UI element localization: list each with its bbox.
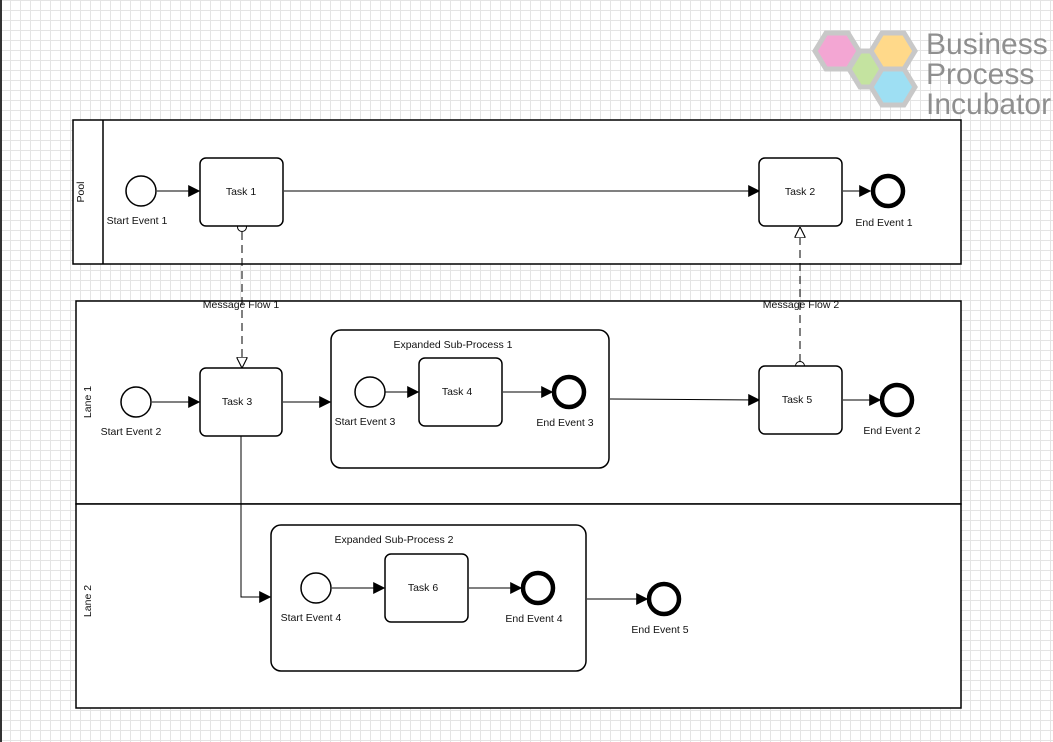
end-event-1[interactable]: End Event 1 [855,173,913,229]
logo-text-line-2: Process [926,58,1034,91]
message-flow-2-label: Message Flow 2 [763,299,840,311]
task-5[interactable]: Task 5 [758,365,843,435]
subprocess-1-label: Expanded Sub-Process 1 [393,339,512,351]
task-2-label: Task 2 [785,186,816,198]
logo-hexagon-icon [812,30,918,108]
start-event-4-label: Start Event 4 [281,612,342,624]
end-event-2[interactable]: End Event 2 [863,382,921,437]
lane-1-label: Lane 1 [82,386,94,418]
start-event-4[interactable]: Start Event 4 [281,572,342,624]
bpi-logo: Business Process Incubator [812,28,1051,121]
canvas-left-border [0,0,2,742]
start-event-2-label: Start Event 2 [101,426,162,438]
end-event-3-label: End Event 3 [536,417,593,429]
task-5-label: Task 5 [782,394,813,406]
task-1-label: Task 1 [226,186,257,198]
task-6-label: Task 6 [408,582,439,594]
end-event-4[interactable]: End Event 4 [505,570,563,625]
end-event-1-label: End Event 1 [855,217,912,229]
end-event-2-label: End Event 2 [863,425,920,437]
task-4-label: Task 4 [442,386,473,398]
task-2[interactable]: Task 2 [758,157,843,227]
flow-task3-subprocess2[interactable] [240,436,272,603]
task-3-label: Task 3 [222,396,253,408]
task-1[interactable]: Task 1 [199,157,284,227]
task-4[interactable]: Task 4 [418,357,503,427]
end-event-5[interactable]: End Event 5 [631,581,689,636]
end-event-3[interactable]: End Event 3 [536,374,594,429]
pool-label: Pool [75,181,87,202]
flow-subprocess1-task5[interactable] [609,393,761,406]
end-event-5-label: End Event 5 [631,624,688,636]
logo-text-line-1: Business [926,28,1048,61]
task-6[interactable]: Task 6 [384,553,469,623]
start-event-3-label: Start Event 3 [335,416,396,428]
start-event-1-label: Start Event 1 [107,215,168,227]
end-event-4-label: End Event 4 [505,613,562,625]
start-event-1[interactable]: Start Event 1 [107,175,168,227]
logo-text-line-3: Incubator [926,88,1051,121]
message-flow-1-label: Message Flow 1 [203,299,280,311]
start-event-3[interactable]: Start Event 3 [335,376,396,428]
start-event-2[interactable]: Start Event 2 [101,386,162,438]
subprocess-2-label: Expanded Sub-Process 2 [334,534,453,546]
task-3[interactable]: Task 3 [199,367,283,437]
lane-2-label: Lane 2 [82,585,94,617]
